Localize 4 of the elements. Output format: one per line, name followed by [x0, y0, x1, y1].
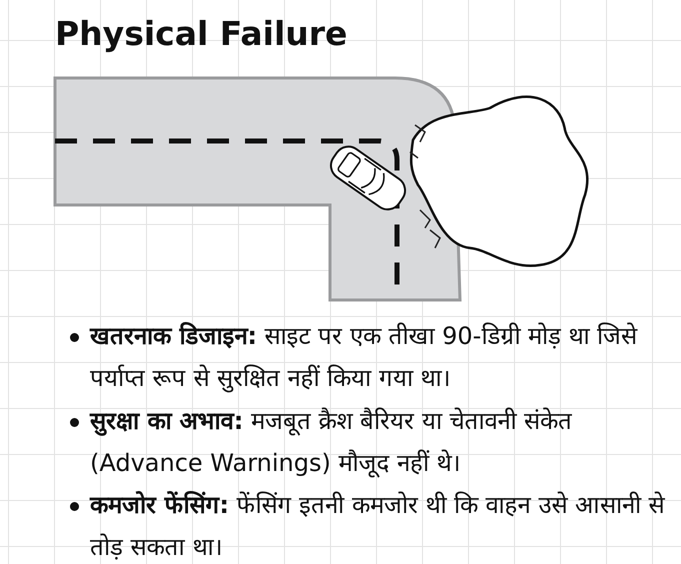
title: Physical Failure — [55, 13, 348, 55]
bullet-text: सुरक्षा का अभाव: मजबूत क्रैश बैरियर या चेतावनी संकेत (Advance Warnings) मौजूद नहीं थे। — [90, 406, 574, 480]
bullet-text: खतरनाक डिजाइन: साइट पर एक तीखा 90-डिग्री मोड़ था जिसे पर्याप्त रूप से सुरक्षित नहीं किया गया था। — [90, 321, 638, 394]
bullet-text: कमजोर फेंसिंग: फेंसिंग इतनी कमजोर थी कि वाहन उसे आसानी से तोड़ सकता था। — [90, 490, 665, 563]
